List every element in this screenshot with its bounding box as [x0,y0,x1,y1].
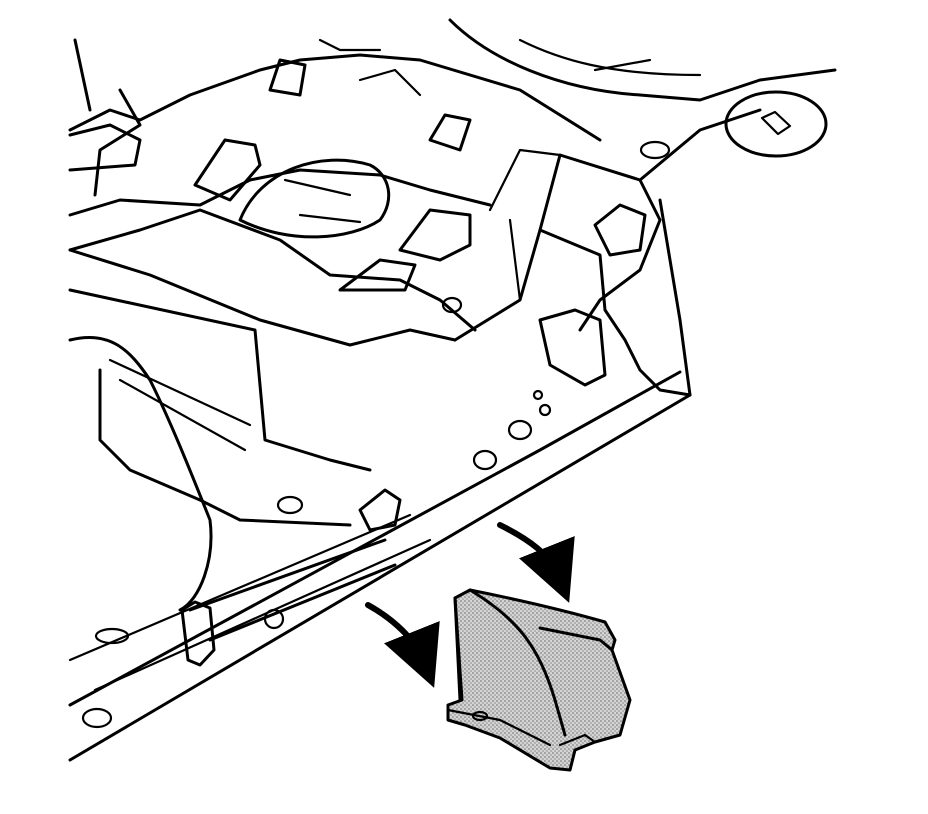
tunnel-rib [108,358,252,452]
rocker-hole [81,707,113,729]
rail-hole [507,419,533,441]
floor-pad [268,58,307,97]
frame-rail-edge [488,148,562,302]
rail-hole [276,495,304,515]
center-tunnel-floor-edge [68,288,372,472]
rail-hole [472,449,498,471]
tunnel-side-panel [98,368,352,527]
rocker-bracket [180,600,216,667]
floor-pad [193,138,262,202]
rear-crossmember-lower [68,208,477,332]
rail-hole [441,296,463,314]
sidewall [73,38,142,197]
rocker-flange [188,538,397,642]
rear-end-panel [448,18,837,102]
rear-crossmember [68,168,492,217]
underbody-floor-pan [68,18,837,762]
rail-hole [538,403,552,417]
removal-arrows [365,522,575,688]
rocker-panel-outer-edge [68,393,692,762]
removed-panel-fold [453,588,614,737]
rail-hole [532,389,544,401]
rear-quarter-edge [638,108,762,397]
rear-frame-rail-side [538,228,692,397]
rocker-hole [94,627,130,645]
sidewall-bracket [68,123,142,172]
spare-tire-well [238,158,391,239]
rail-bracket [593,203,647,257]
removed-panel-hole [471,710,489,722]
removed-panel-flange [446,708,597,747]
rear-end-panel-inner [518,38,702,77]
floor-pad [398,208,472,262]
center-tunnel-left-wall [68,248,457,347]
rear-floor-outline [68,53,602,142]
grommet [724,90,828,158]
curved-arrow-icon [497,522,575,603]
rocker-panel-inner-edge [68,370,682,707]
floor-pad [428,113,472,152]
spare-tire-well-inner [283,178,362,224]
rocker-hole [263,608,285,630]
crossmember-edge [318,38,422,97]
rear-frame-rail [453,153,662,342]
removed-panel [446,588,632,772]
grommet-slot [760,110,792,136]
floor-pad [338,258,417,292]
rail-bracket [538,308,607,387]
removed-panel-body [446,588,632,772]
rail-bracket [358,488,402,532]
rail-hole [639,140,671,160]
rocker-panel-crease [68,513,432,692]
wheelhouse-left [68,335,213,612]
curved-arrow-icon [365,602,440,688]
